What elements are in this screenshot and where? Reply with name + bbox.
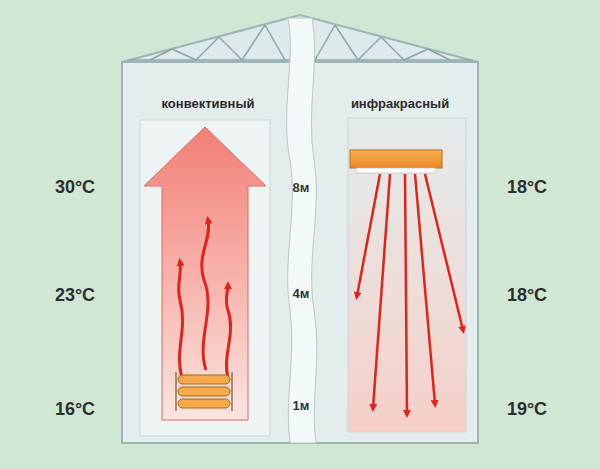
room-title: конвективный xyxy=(124,96,292,111)
temperature-label: 30°C xyxy=(55,177,95,198)
temperature-label: 18°C xyxy=(507,285,547,306)
room-title: инфракрасный xyxy=(316,96,484,111)
temperature-label: 23°C xyxy=(55,285,95,306)
temperature-label: 16°C xyxy=(55,399,95,420)
temperature-label: 19°C xyxy=(507,399,547,420)
room-region: конвективный xyxy=(124,64,292,120)
height-mark: 4м xyxy=(293,286,310,301)
height-mark: 8м xyxy=(293,180,310,195)
temperature-label: 18°C xyxy=(507,177,547,198)
height-mark: 1м xyxy=(293,398,310,413)
room-region: инфракрасный xyxy=(316,64,484,120)
